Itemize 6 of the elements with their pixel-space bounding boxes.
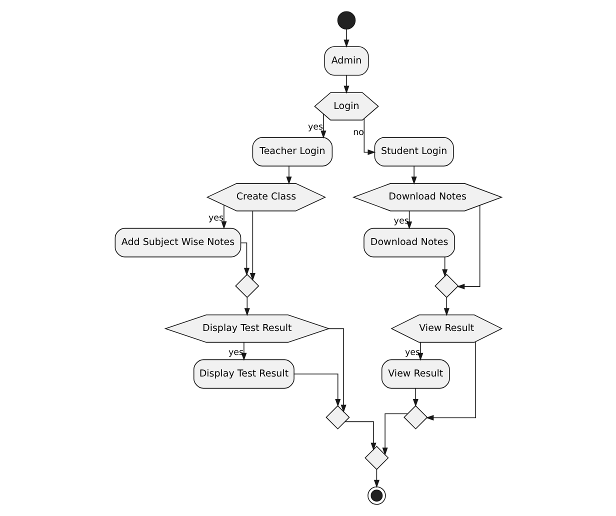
edge-label: yes xyxy=(208,213,224,224)
edge-label: no xyxy=(352,128,364,138)
edge-label: yes xyxy=(404,348,420,358)
edge-label: yes xyxy=(393,216,408,226)
edge-label: yes xyxy=(228,348,244,358)
edge-label: yes xyxy=(307,122,323,133)
